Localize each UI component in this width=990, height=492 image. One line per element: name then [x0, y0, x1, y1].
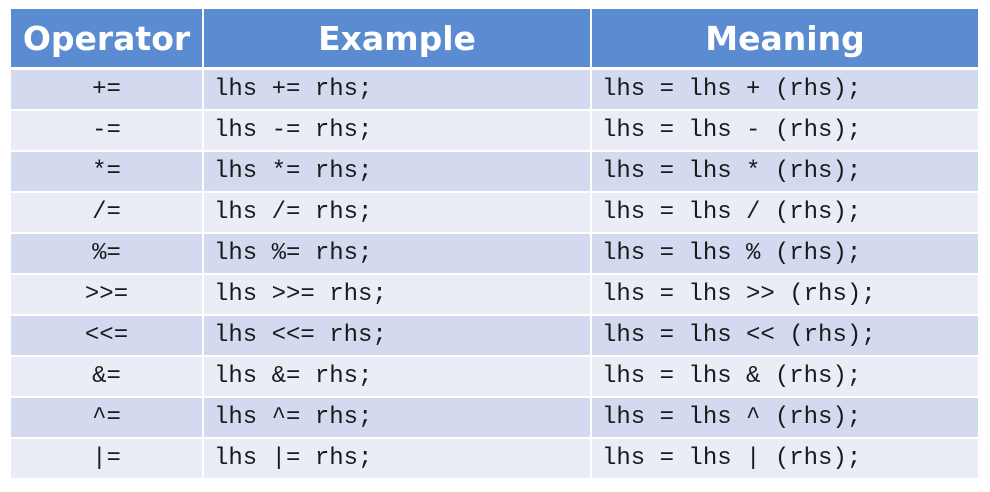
- example-cell: lhs >>= rhs;: [203, 274, 592, 316]
- example-cell: lhs %= rhs;: [203, 233, 592, 275]
- meaning-cell: lhs = lhs | (rhs);: [591, 438, 978, 480]
- table-row: /= lhs /= rhs; lhs = lhs / (rhs);: [11, 192, 978, 234]
- meaning-cell: lhs = lhs >> (rhs);: [591, 274, 978, 316]
- operator-cell: -=: [11, 110, 204, 152]
- compound-assignment-operators-table: Operator Example Meaning += lhs += rhs; …: [11, 9, 978, 480]
- example-cell: lhs -= rhs;: [203, 110, 592, 152]
- operator-cell: |=: [11, 438, 204, 480]
- operator-cell: &=: [11, 356, 204, 398]
- example-cell: lhs |= rhs;: [203, 438, 592, 480]
- operator-cell: /=: [11, 192, 204, 234]
- operator-cell: ^=: [11, 397, 204, 439]
- example-cell: lhs <<= rhs;: [203, 315, 592, 357]
- operator-cell: >>=: [11, 274, 204, 316]
- table-row: &= lhs &= rhs; lhs = lhs & (rhs);: [11, 356, 978, 398]
- example-cell: lhs *= rhs;: [203, 151, 592, 193]
- example-cell: lhs /= rhs;: [203, 192, 592, 234]
- meaning-cell: lhs = lhs - (rhs);: [591, 110, 978, 152]
- table-row: += lhs += rhs; lhs = lhs + (rhs);: [11, 68, 978, 111]
- table-row: |= lhs |= rhs; lhs = lhs | (rhs);: [11, 438, 978, 480]
- meaning-cell: lhs = lhs % (rhs);: [591, 233, 978, 275]
- header-operator: Operator: [11, 9, 204, 70]
- table-row: -= lhs -= rhs; lhs = lhs - (rhs);: [11, 110, 978, 152]
- meaning-cell: lhs = lhs ^ (rhs);: [591, 397, 978, 439]
- header-example: Example: [203, 9, 592, 70]
- meaning-cell: lhs = lhs * (rhs);: [591, 151, 978, 193]
- table-row: ^= lhs ^= rhs; lhs = lhs ^ (rhs);: [11, 397, 978, 439]
- meaning-cell: lhs = lhs & (rhs);: [591, 356, 978, 398]
- operator-table-container: Operator Example Meaning += lhs += rhs; …: [11, 9, 978, 480]
- operator-cell: %=: [11, 233, 204, 275]
- example-cell: lhs ^= rhs;: [203, 397, 592, 439]
- meaning-cell: lhs = lhs / (rhs);: [591, 192, 978, 234]
- header-row: Operator Example Meaning: [11, 9, 978, 70]
- meaning-cell: lhs = lhs << (rhs);: [591, 315, 978, 357]
- operator-cell: +=: [11, 68, 204, 111]
- table-body: += lhs += rhs; lhs = lhs + (rhs); -= lhs…: [11, 68, 978, 480]
- header-meaning: Meaning: [591, 9, 978, 70]
- operator-cell: <<=: [11, 315, 204, 357]
- example-cell: lhs &= rhs;: [203, 356, 592, 398]
- operator-cell: *=: [11, 151, 204, 193]
- meaning-cell: lhs = lhs + (rhs);: [591, 68, 978, 111]
- table-row: <<= lhs <<= rhs; lhs = lhs << (rhs);: [11, 315, 978, 357]
- table-row: >>= lhs >>= rhs; lhs = lhs >> (rhs);: [11, 274, 978, 316]
- example-cell: lhs += rhs;: [203, 68, 592, 111]
- table-row: %= lhs %= rhs; lhs = lhs % (rhs);: [11, 233, 978, 275]
- table-row: *= lhs *= rhs; lhs = lhs * (rhs);: [11, 151, 978, 193]
- table-header: Operator Example Meaning: [11, 9, 978, 70]
